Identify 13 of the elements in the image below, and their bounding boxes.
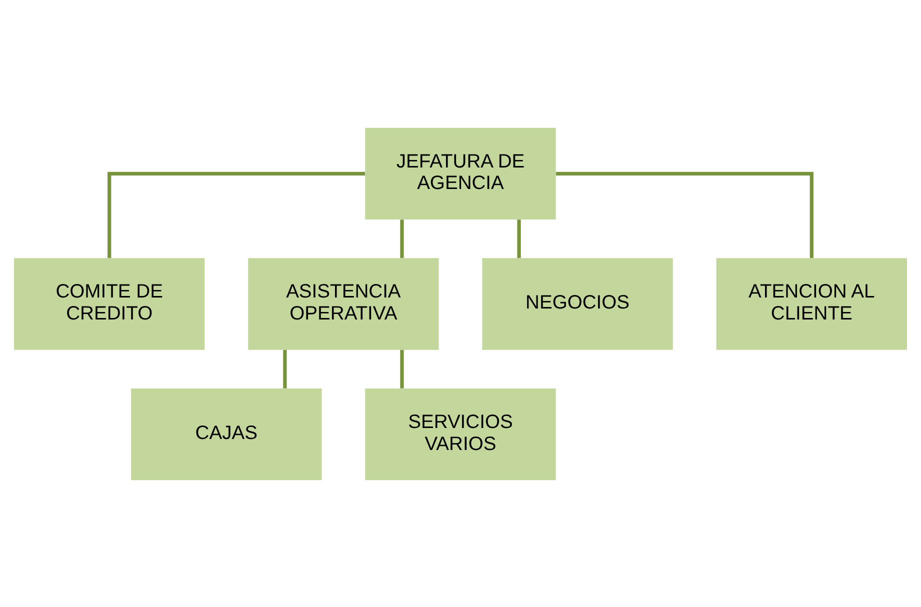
node-box: COMITE DE CREDITO: [14, 258, 205, 350]
connector: [283, 349, 287, 388]
node-box: ASISTENCIA OPERATIVA: [248, 258, 439, 350]
connector: [556, 171, 814, 258]
node-box: CAJAS: [131, 388, 322, 480]
connector: [400, 219, 404, 258]
node-box: NEGOCIOS: [482, 258, 673, 350]
node-box: JEFATURA DE AGENCIA: [365, 127, 556, 220]
connector: [517, 219, 521, 258]
node-box: ATENCION AL CLIENTE: [716, 258, 907, 350]
connector: [108, 171, 366, 258]
node-box: SERVICIOS VARIOS: [365, 388, 556, 480]
connector: [400, 349, 404, 388]
